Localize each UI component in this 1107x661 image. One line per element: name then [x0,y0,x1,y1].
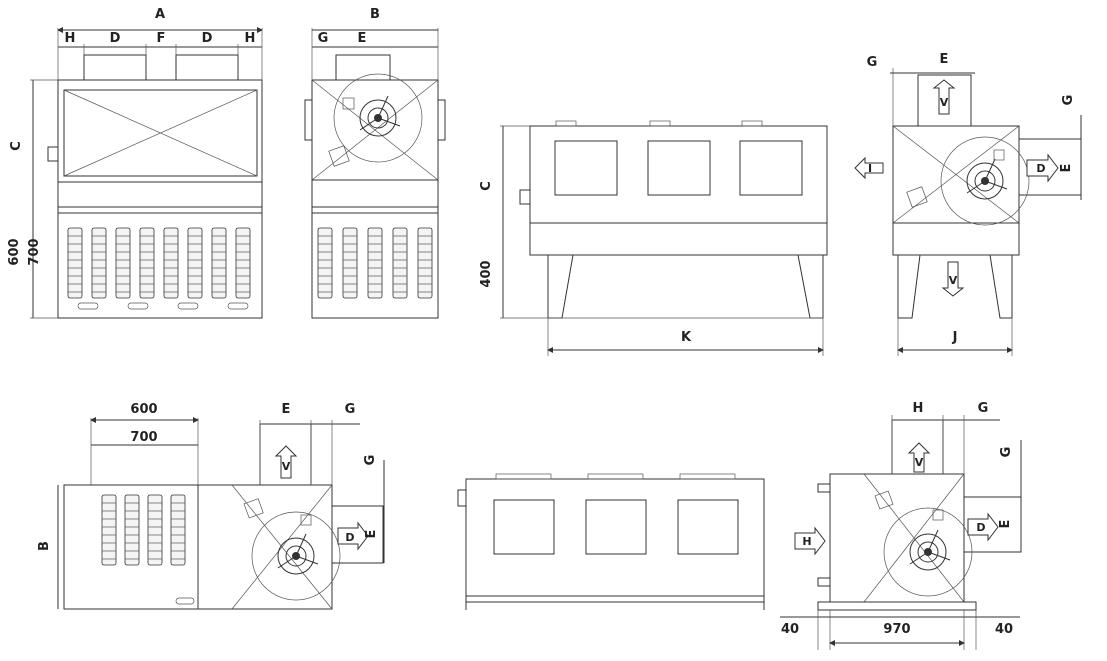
airflow-h: H [802,535,811,548]
dim-label-c: C [479,181,494,191]
dim-600: 600 [7,238,22,265]
airflow-i: I [868,162,872,175]
dim-label-e: E [998,520,1013,529]
dim-label-a: A [155,7,165,22]
dim-label-g: G [1061,95,1076,106]
dim-label-b: B [370,7,380,22]
view-side-left: B G E [304,7,446,319]
airflow-v: V [282,460,291,473]
dim-label-d: D [202,31,213,46]
dim-600: 600 [130,402,157,417]
airflow-v: V [949,274,958,287]
dim-label-g: G [363,455,378,466]
dim-label-f: F [157,31,166,46]
view-plan-left: V D 600 700 E G G E B [37,402,385,610]
airflow-d: D [345,531,354,544]
view-side-base: V D H H G G E 40 970 40 [780,401,1022,650]
airflow-v: V [940,96,949,109]
dim-label-e: E [1059,164,1074,173]
dim-label-e: E [940,52,949,67]
view-side-legs: V V I D J G E G E [854,52,1082,356]
dim-700: 700 [27,238,42,265]
airflow-v: V [915,456,924,469]
dim-970: 970 [883,622,910,637]
dim-label-h: H [65,31,76,46]
dim-label-e: E [364,530,379,539]
airflow-d: D [1036,162,1045,175]
dim-label-b: B [37,541,52,551]
dim-label-j: J [952,330,958,345]
dim-label-h: H [913,401,924,416]
airflow-d: D [976,521,985,534]
dim-label-c: C [9,141,24,151]
dim-label-k: K [681,330,692,345]
dim-label-g: G [999,447,1014,458]
dim-700: 700 [130,430,157,445]
dim-label-g: G [867,55,878,70]
view-front-long-legs: K C 400 [479,120,828,356]
dim-40-right: 40 [995,622,1013,637]
dim-label-g: G [345,402,356,417]
dim-400: 400 [479,260,494,287]
dim-label-e: E [282,402,291,417]
dim-label-e: E [358,31,367,46]
view-front-long-base [457,473,765,610]
dim-label-g: G [318,31,329,46]
dim-label-h: H [245,31,256,46]
dim-label-g: G [978,401,989,416]
dim-label-d: D [110,31,121,46]
view-front-left: A H D F D H C 600 700 [7,7,263,319]
dim-40-left: 40 [781,622,799,637]
